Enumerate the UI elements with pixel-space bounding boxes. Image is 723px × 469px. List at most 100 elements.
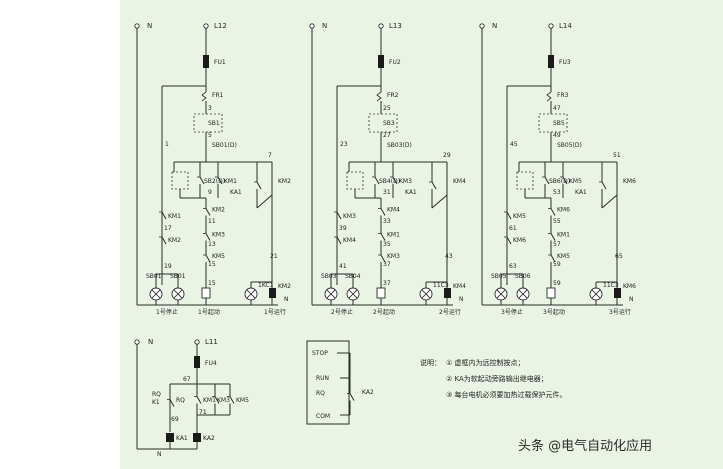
supply-terminal xyxy=(378,23,384,29)
thermal-relay-contact xyxy=(201,91,207,102)
bypass-contact xyxy=(599,162,607,208)
contact-blade xyxy=(336,236,342,245)
lamp-cross xyxy=(326,289,336,299)
series-contact-2 xyxy=(548,248,556,268)
stop-button-label: SB05(D) xyxy=(557,142,582,149)
series-contact-label: KM5 xyxy=(212,253,225,260)
thermal-relay-label: FR1 xyxy=(212,92,224,99)
main-coil xyxy=(201,287,211,299)
supply-terminal xyxy=(548,23,554,29)
main-coil xyxy=(376,287,386,299)
wire-label: 11 xyxy=(208,218,216,225)
aux-neutral-label: N xyxy=(148,338,153,346)
remote-button-label: SB3 xyxy=(383,120,395,127)
start-caption: 3号起动 xyxy=(543,308,565,316)
start-caption: 1号起动 xyxy=(198,308,220,316)
aux-ka1-coil xyxy=(166,433,174,442)
contact-blade xyxy=(550,233,556,241)
supply-label: L12 xyxy=(214,22,227,30)
contact-blade xyxy=(374,176,380,185)
selector-run-label: RUN xyxy=(316,375,329,382)
start-button-label: SB6(D) xyxy=(549,178,570,185)
aux-supply-terminal xyxy=(194,339,200,345)
run-coil xyxy=(614,288,621,298)
wire-label: 47 xyxy=(553,105,561,112)
thermal-relay-contact xyxy=(376,91,382,102)
contact-blade xyxy=(336,211,342,220)
aux-rq-left-label: RQ xyxy=(152,391,161,398)
wire-label: 59 xyxy=(553,280,561,287)
contact-blade xyxy=(205,254,211,263)
series-contact-0 xyxy=(203,198,211,225)
self-hold-label: KM1 xyxy=(224,178,237,185)
neutral-terminal xyxy=(134,23,140,29)
left-contact-label: KM4 xyxy=(343,237,356,244)
fuse xyxy=(378,55,384,68)
neutral-label: N xyxy=(492,22,497,30)
series-contact-label: KM1 xyxy=(387,232,400,239)
self-hold-contact xyxy=(560,162,568,198)
run-caption: 2号运行 xyxy=(439,308,461,316)
wire-label: 25 xyxy=(383,105,391,112)
watermark-text: 头条 @电气自动化应用 xyxy=(518,438,652,454)
contact-blade xyxy=(506,211,512,220)
wire-label: 45 xyxy=(510,141,518,148)
coil-neutral-label: N xyxy=(284,296,289,303)
start-button-contact xyxy=(197,162,205,198)
wire-label: 23 xyxy=(340,141,348,148)
wire-label: 59 xyxy=(553,261,561,268)
aux-neutral-terminal xyxy=(134,339,140,345)
thermal-relay-label: FR3 xyxy=(557,92,569,99)
wire-label: 9 xyxy=(208,189,212,196)
lamp-cross xyxy=(348,289,358,299)
start-button-contact xyxy=(542,162,550,198)
run-coil-label: KM6 xyxy=(623,283,636,290)
remote-dashed-box xyxy=(368,113,398,133)
start-lamp-tag: SB06 xyxy=(515,273,531,280)
left-contact-label: KM5 xyxy=(513,213,526,220)
remote-button-label: SB1 xyxy=(208,120,220,127)
run-coil-label: KM4 xyxy=(453,283,466,290)
interlock-label: KM2 xyxy=(278,178,291,185)
start-lamp xyxy=(516,287,530,301)
contact-blade xyxy=(161,211,167,220)
supply-label: L14 xyxy=(559,22,572,30)
run-coil-tag: 11C3 xyxy=(603,282,619,289)
remote-button-label: SB5 xyxy=(553,120,565,127)
contact-blade xyxy=(380,233,386,241)
wire-label: 1 xyxy=(165,141,169,148)
stop-lamp xyxy=(494,287,508,301)
self-hold-contact xyxy=(390,162,398,198)
series-contact-2 xyxy=(378,248,386,268)
start-lamp xyxy=(346,287,360,301)
lamp-cross xyxy=(591,289,601,299)
contact-blade xyxy=(380,254,386,263)
stop-lamp xyxy=(149,287,163,301)
notes-block: 说明： ① 虚框内为远控制按点； ② KA为软起动旁路输出继电器； ③ 每台电机… xyxy=(420,358,567,399)
run-coil-tag: 11C3 xyxy=(433,282,449,289)
series-contact-1 xyxy=(548,225,556,248)
series-contact-2 xyxy=(203,248,211,268)
wire-label: 19 xyxy=(164,263,172,270)
run-lamp xyxy=(589,287,603,301)
aux-supply-label: L11 xyxy=(205,338,218,346)
run-coil xyxy=(444,288,451,298)
run-caption: 1号运行 xyxy=(264,308,286,316)
interlock-label: KM6 xyxy=(623,178,636,185)
contact-blade xyxy=(392,176,398,185)
neutral-terminal xyxy=(479,23,485,29)
contact-blade xyxy=(562,176,568,185)
wire-label: 55 xyxy=(553,218,561,225)
wire-label: 69 xyxy=(171,416,179,423)
stop-lamp-tag: SB01 xyxy=(146,273,162,280)
self-hold-label: KM5 xyxy=(569,178,582,185)
aux-rq-label: RQ xyxy=(176,397,185,404)
contact-blade xyxy=(199,176,205,185)
wire-label: 65 xyxy=(615,253,623,260)
aux-rq-contact xyxy=(167,390,175,415)
lamp-cross xyxy=(246,289,256,299)
series-contact-0 xyxy=(548,198,556,225)
left-contact-1 xyxy=(159,230,167,250)
left-contact-1 xyxy=(334,230,342,250)
